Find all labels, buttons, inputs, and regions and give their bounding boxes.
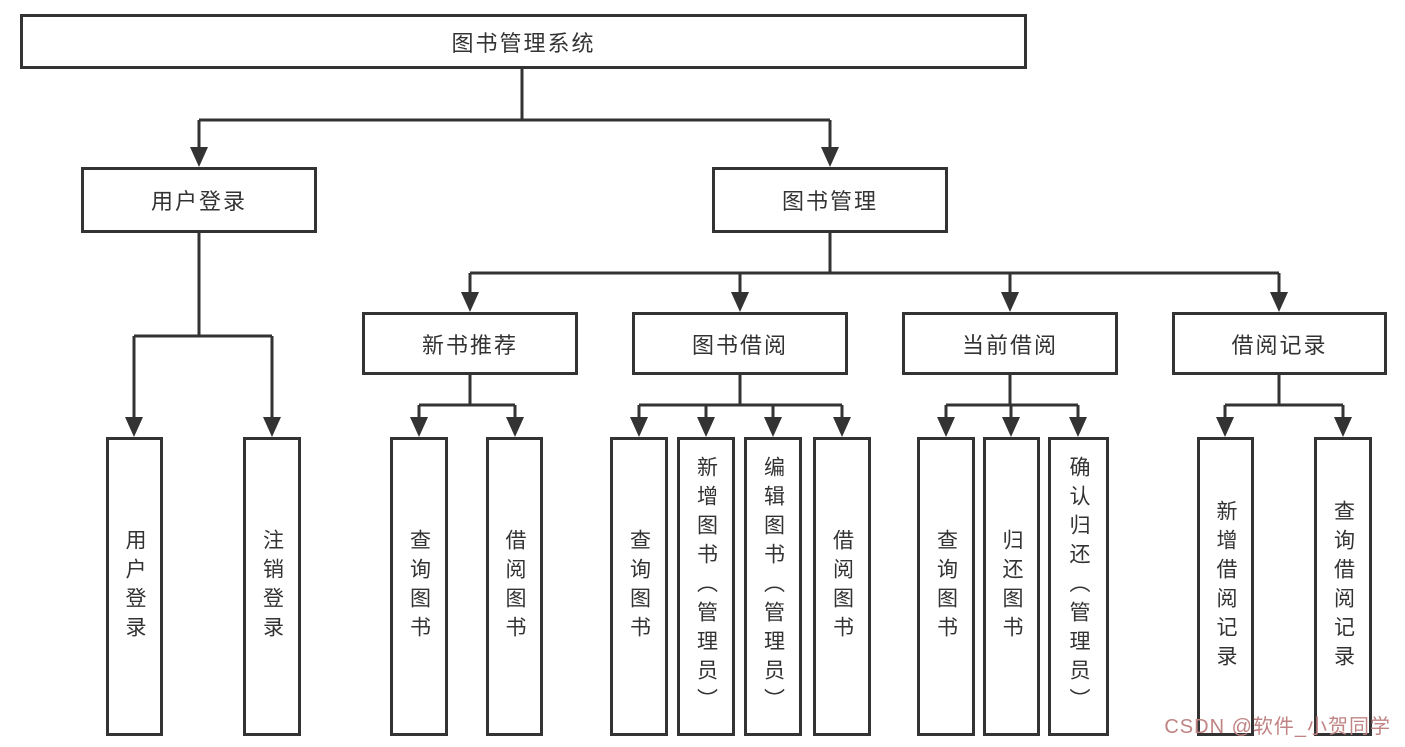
node-label: 新书推荐 [421, 332, 518, 358]
leaf-label: 查询图书 [934, 528, 958, 645]
node-book-borrow: 图书借阅 [632, 312, 848, 375]
node-book-management: 图书管理 [712, 167, 948, 233]
leaf-query-book-recommend: 查询图书 [390, 437, 448, 736]
leaf-query-book-borrow: 查询图书 [610, 437, 668, 736]
leaf-borrow-book: 借阅图书 [813, 437, 871, 736]
node-label: 借阅记录 [1231, 332, 1328, 358]
leaf-label: 查询借阅记录 [1331, 499, 1355, 674]
node-new-book-recommend: 新书推荐 [362, 312, 578, 375]
leaf-query-book-current: 查询图书 [917, 437, 975, 736]
leaf-confirm-return-admin: 确认归还（管理员） [1048, 437, 1109, 736]
node-label: 当前借阅 [961, 332, 1058, 358]
node-user-login: 用户登录 [81, 167, 317, 233]
leaf-borrow-book-recommend: 借阅图书 [486, 437, 543, 736]
node-label: 图书借阅 [691, 332, 788, 358]
leaf-label: 编辑图书（管理员） [761, 456, 785, 717]
leaf-label: 确认归还（管理员） [1067, 456, 1090, 717]
node-current-borrow: 当前借阅 [902, 312, 1118, 375]
leaf-label: 查询图书 [407, 528, 431, 645]
leaf-logout: 注销登录 [243, 437, 301, 736]
leaf-label: 借阅图书 [830, 528, 854, 645]
leaf-user-login: 用户登录 [106, 437, 163, 736]
node-label: 用户登录 [150, 189, 247, 214]
leaf-label: 用户登录 [123, 528, 146, 645]
csdn-watermark: CSDN @软件_小贺同学 [1164, 716, 1391, 738]
leaf-add-book-admin: 新增图书（管理员） [677, 437, 735, 736]
leaf-label: 新增借阅记录 [1214, 499, 1237, 674]
leaf-query-borrow-record: 查询借阅记录 [1314, 437, 1372, 736]
node-borrow-records: 借阅记录 [1172, 312, 1387, 375]
leaf-add-borrow-record: 新增借阅记录 [1197, 437, 1254, 736]
leaf-label: 归还图书 [1000, 528, 1023, 645]
leaf-label: 新增图书（管理员） [694, 456, 718, 717]
leaf-return-book: 归还图书 [983, 437, 1040, 736]
leaf-label: 查询图书 [627, 528, 651, 645]
leaf-label: 借阅图书 [503, 528, 526, 645]
node-label: 图书管理系统 [451, 30, 596, 56]
leaf-label: 注销登录 [260, 528, 284, 645]
node-library-management-system: 图书管理系统 [20, 14, 1027, 69]
node-label: 图书管理 [781, 189, 878, 214]
leaf-edit-book-admin: 编辑图书（管理员） [744, 437, 802, 736]
